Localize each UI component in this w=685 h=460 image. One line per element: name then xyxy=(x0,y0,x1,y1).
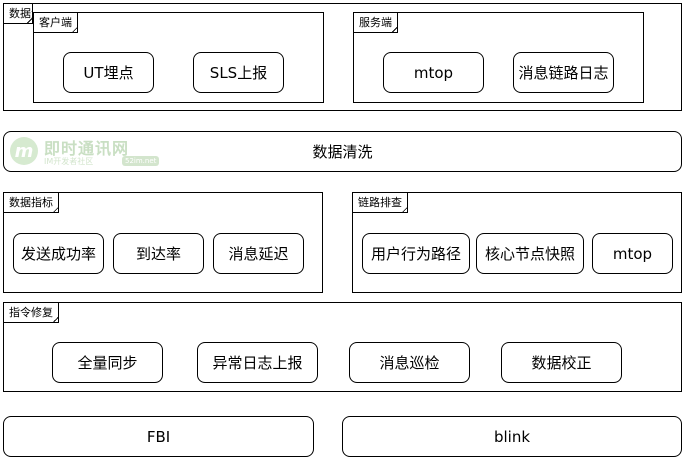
server-tag: 服务端 xyxy=(353,12,398,33)
mtop-source-label: mtop xyxy=(413,63,454,82)
message-delay-node[interactable]: 消息延迟 xyxy=(213,233,304,274)
arrival-rate-label: 到达率 xyxy=(135,245,181,263)
data-source-tag: 数据源 xyxy=(3,3,33,24)
message-trace-log-node[interactable]: 消息链路日志 xyxy=(513,52,614,93)
mtop-trace-node[interactable]: mtop xyxy=(592,233,673,274)
error-log-report-label: 异常日志上报 xyxy=(212,354,303,372)
client-tag: 客户端 xyxy=(33,12,78,33)
server-group: 服务端 mtop 消息链路日志 xyxy=(353,12,644,103)
server-label: 服务端 xyxy=(359,16,392,29)
command-repair-tag: 指令修复 xyxy=(3,302,59,323)
fbi-platform-bar[interactable]: FBI xyxy=(3,416,314,457)
data-correction-label: 数据校正 xyxy=(531,354,592,372)
mtop-trace-label: mtop xyxy=(612,244,653,263)
trace-check-label: 链路排查 xyxy=(358,196,402,209)
watermark-badge: 52im.net xyxy=(122,156,160,166)
core-node-snapshot-node[interactable]: 核心节点快照 xyxy=(476,233,584,274)
message-patrol-node[interactable]: 消息巡检 xyxy=(349,342,470,383)
blink-platform-label: blink xyxy=(493,427,531,446)
data-source-label: 数据源 xyxy=(9,7,32,20)
error-log-report-node[interactable]: 异常日志上报 xyxy=(197,342,318,383)
watermark: m 即时通讯网 IM开发者社区 52im.net xyxy=(10,134,160,172)
data-source-panel: 数据源 客户端 UT埋点 SLS上报 服务端 mtop 消息链路日志 xyxy=(3,3,682,111)
client-group: 客户端 UT埋点 SLS上报 xyxy=(33,12,324,103)
watermark-logo-icon: m xyxy=(10,137,38,165)
data-metrics-label: 数据指标 xyxy=(9,196,53,209)
trace-check-tag: 链路排查 xyxy=(352,192,408,213)
client-label: 客户端 xyxy=(39,16,72,29)
user-behavior-path-label: 用户行为路径 xyxy=(370,245,461,263)
sls-report-label: SLS上报 xyxy=(209,64,268,82)
command-repair-panel: 指令修复 全量同步 异常日志上报 消息巡检 数据校正 xyxy=(3,302,682,392)
trace-check-panel: 链路排查 用户行为路径 核心节点快照 mtop xyxy=(352,192,682,293)
mtop-source-node[interactable]: mtop xyxy=(383,52,484,93)
data-cleaning-bar[interactable]: 数据清洗 xyxy=(3,131,682,172)
data-metrics-tag: 数据指标 xyxy=(3,192,59,213)
message-patrol-label: 消息巡检 xyxy=(379,354,440,372)
command-repair-label: 指令修复 xyxy=(9,306,53,319)
watermark-title: 即时通讯网 xyxy=(44,139,130,158)
send-success-rate-node[interactable]: 发送成功率 xyxy=(13,233,104,274)
sls-report-node[interactable]: SLS上报 xyxy=(193,52,284,93)
data-correction-node[interactable]: 数据校正 xyxy=(501,342,622,383)
watermark-logo-letter: m xyxy=(14,140,34,162)
watermark-subtitle: IM开发者社区 xyxy=(44,157,94,166)
user-behavior-path-node[interactable]: 用户行为路径 xyxy=(362,233,470,274)
full-sync-label: 全量同步 xyxy=(77,354,138,372)
message-delay-label: 消息延迟 xyxy=(228,245,289,263)
arrival-rate-node[interactable]: 到达率 xyxy=(113,233,204,274)
core-node-snapshot-label: 核心节点快照 xyxy=(484,245,575,263)
ut-tracking-label: UT埋点 xyxy=(83,64,134,82)
blink-platform-bar[interactable]: blink xyxy=(342,416,682,457)
send-success-rate-label: 发送成功率 xyxy=(20,245,96,263)
data-cleaning-label: 数据清洗 xyxy=(312,143,373,161)
fbi-platform-label: FBI xyxy=(146,427,171,446)
full-sync-node[interactable]: 全量同步 xyxy=(52,342,163,383)
data-metrics-panel: 数据指标 发送成功率 到达率 消息延迟 xyxy=(3,192,323,293)
message-trace-log-label: 消息链路日志 xyxy=(518,64,609,82)
ut-tracking-node[interactable]: UT埋点 xyxy=(63,52,154,93)
